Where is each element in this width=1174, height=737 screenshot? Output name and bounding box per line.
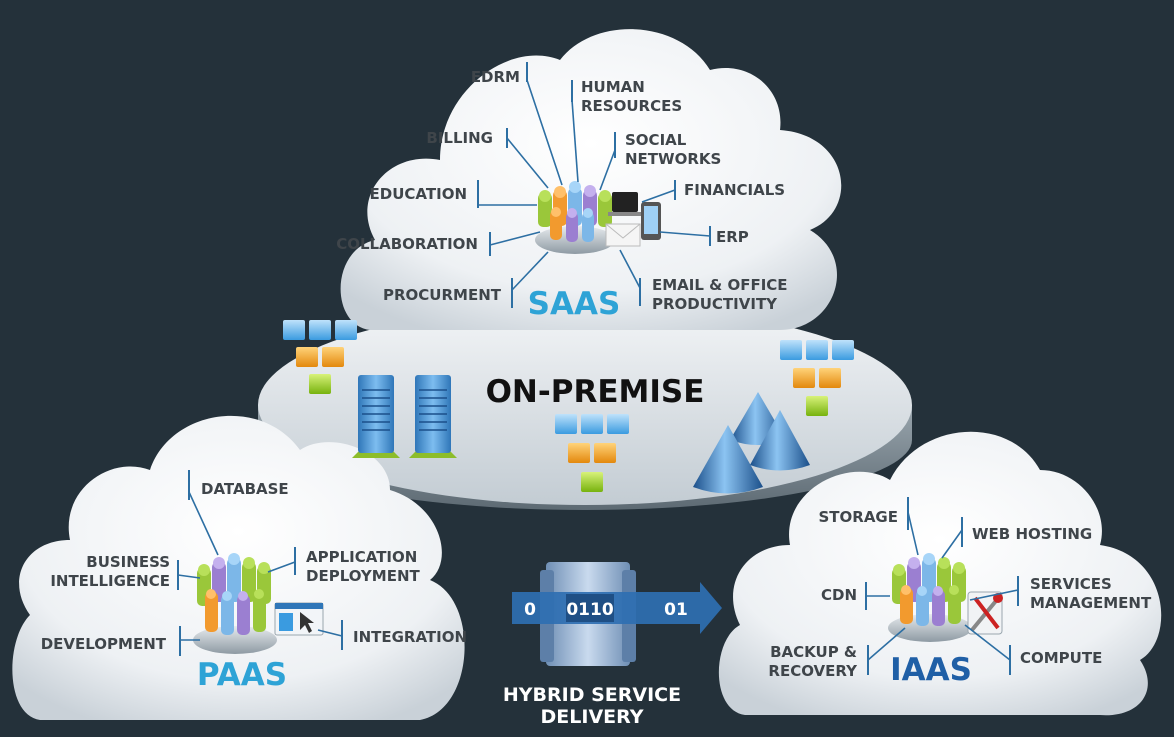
label-development: DEVELOPMENT [41,635,167,653]
hybrid-bits-left: 0 [524,600,536,620]
people-group-icon [888,553,972,642]
hybrid-datacenter-icon [512,562,722,666]
label-financials: FINANCIALS [684,181,785,199]
hybrid-bits-center: 0110 [566,600,613,620]
saas-connectors [477,62,711,308]
label-education: EDUCATION [370,185,467,203]
laptop-icon [608,192,642,216]
cube-stack-center [555,414,629,492]
people-group-icon [535,181,615,254]
label-web-hosting: WEB HOSTING [972,525,1092,543]
label-integration: INTEGRATION [353,628,467,646]
label-cdn: CDN [821,586,857,604]
server-icon [352,375,400,458]
label-billing: BILLING [426,129,493,147]
server-icon [409,375,457,458]
people-group-icon [193,553,277,654]
cone-icon [693,392,810,494]
paas-title: PAAS [197,657,287,693]
cube-stack-right [780,340,854,416]
envelope-icon [605,223,641,247]
app-window-icon [274,602,324,636]
cube-stack-left [283,320,357,394]
label-database: DATABASE [201,480,289,498]
label-backup-recovery: BACKUP &RECOVERY [768,643,858,680]
on-premise-title: ON-PREMISE [486,374,705,410]
paas-connectors [177,470,343,656]
label-erp: ERP [716,228,749,246]
tablet-icon [641,202,661,240]
iaas-connectors [865,497,1019,675]
label-storage: STORAGE [818,508,898,526]
iaas-title: IAAS [890,652,972,688]
label-compute: COMPUTE [1020,649,1102,667]
saas-cloud [340,29,842,331]
hybrid-bits-right: 01 [664,600,688,620]
saas-title: SAAS [528,286,621,322]
tools-icon [967,591,1003,635]
label-edrm: EDRM [471,68,520,86]
label-collaboration: COLLABORATION [336,235,478,253]
label-procurment: PROCURMENT [383,286,502,304]
